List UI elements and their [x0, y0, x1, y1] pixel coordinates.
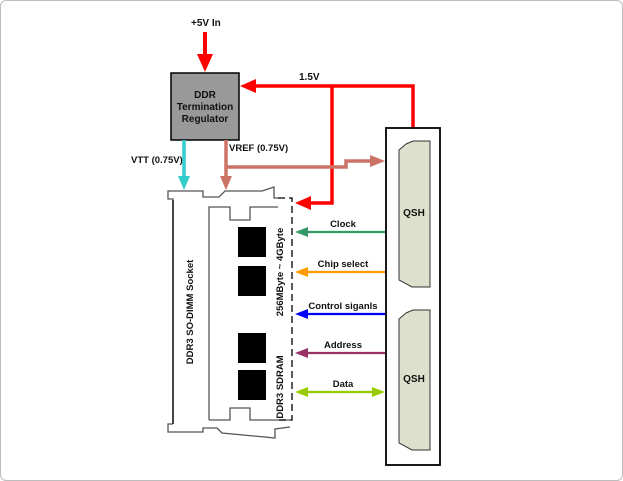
socket-label: DDR3 SO-DIMM Socket — [185, 259, 196, 364]
signal-data: Data — [295, 379, 385, 397]
regulator-line-3: Regulator — [182, 114, 229, 125]
arrowhead-left-icon — [295, 387, 308, 397]
ddr3-module: 256MByte ~ 4GByte DDR3 SDRAM — [238, 197, 293, 421]
signal-label: Control siganls — [308, 301, 377, 312]
arrowhead-left-icon — [295, 348, 308, 358]
signal-chip-select: Chip select — [295, 259, 385, 277]
vtt-label: VTT (0.75V) — [131, 155, 183, 166]
sodimm-socket: DDR3 SO-DIMM Socket — [167, 186, 291, 439]
vref-arrow — [220, 140, 385, 190]
power-input-label: +5V In — [191, 18, 221, 29]
signal-label: Data — [333, 379, 354, 390]
module-type-label: DDR3 SDRAM — [275, 355, 286, 418]
memory-chip — [238, 370, 266, 400]
arrowhead-left-icon — [295, 267, 308, 277]
rail-1v5-lines — [240, 79, 415, 210]
memory-chip — [238, 333, 266, 363]
qsh-board: QSH QSH — [385, 127, 441, 466]
rail-1v5-label: 1.5V — [299, 72, 320, 83]
regulator-line-1: DDR — [194, 90, 216, 101]
memory-chip — [238, 266, 266, 296]
signal-label: Chip select — [318, 259, 370, 270]
signal-clock: Clock — [295, 219, 385, 237]
qsh-connector-1 — [398, 140, 431, 288]
module-capacity-label: 256MByte ~ 4GByte — [275, 228, 286, 316]
qsh-connector-2 — [398, 309, 431, 451]
regulator-line-2: Termination — [177, 102, 233, 113]
arrowhead-left-icon — [295, 309, 308, 319]
vtt-arrow — [178, 140, 190, 190]
qsh-label-2: QSH — [403, 374, 425, 385]
arrowhead-left-icon — [295, 227, 308, 237]
power-input-arrow — [197, 32, 213, 72]
signal-label: Address — [324, 340, 362, 351]
vref-label: VREF (0.75V) — [229, 143, 288, 154]
signal-control-siganls: Control siganls — [295, 301, 385, 319]
qsh-label-1: QSH — [403, 208, 425, 219]
memory-chip — [238, 227, 266, 257]
arrowhead-right-icon — [372, 387, 385, 397]
signal-label: Clock — [330, 219, 357, 230]
termination-regulator: DDR Termination Regulator — [170, 72, 240, 141]
signal-address: Address — [295, 340, 385, 358]
